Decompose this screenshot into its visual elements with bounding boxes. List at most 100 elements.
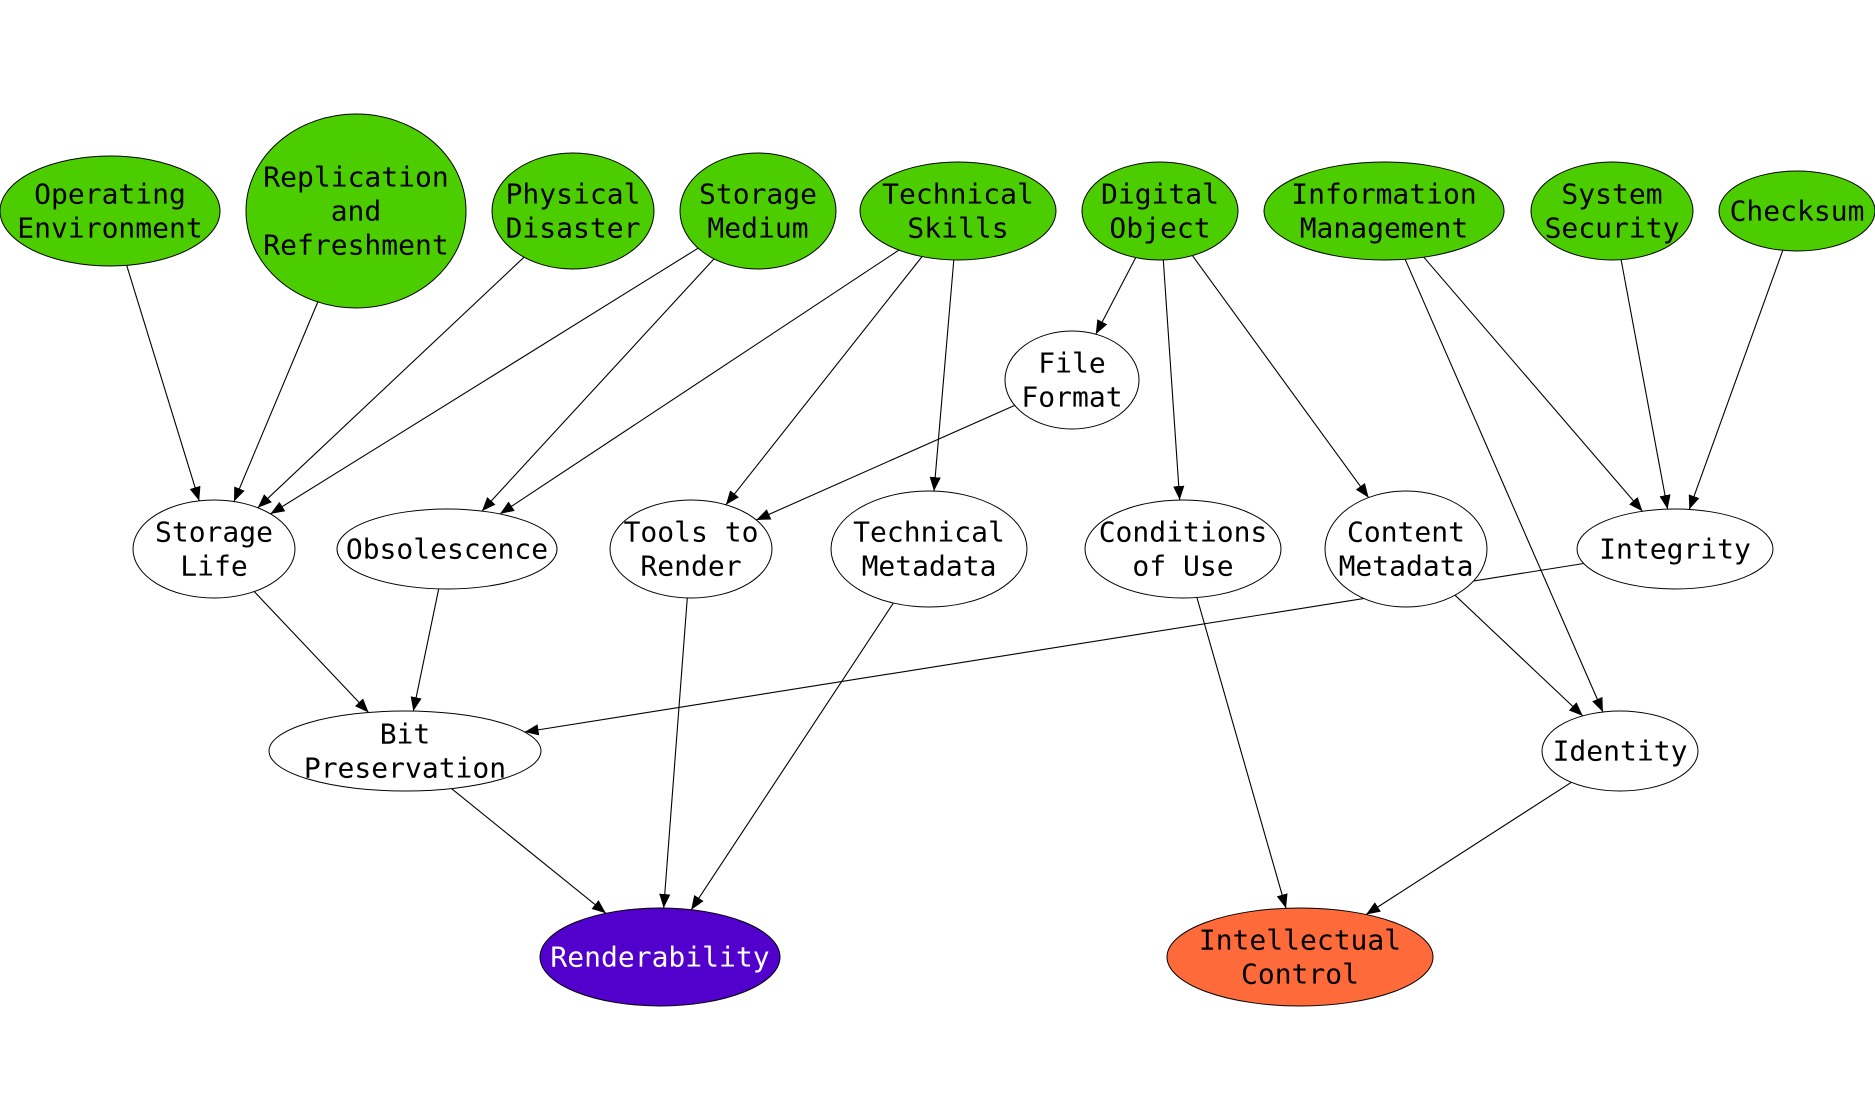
node-ellipse: [539, 907, 781, 1007]
node-label: Management: [1300, 212, 1469, 245]
node-ellipse: [1263, 161, 1505, 261]
node-label: of Use: [1132, 550, 1233, 583]
edge-tools-to-render-to-renderability: [659, 597, 688, 909]
edge-physical-disaster-to-storage-life: [257, 256, 525, 509]
node-label: Digital: [1101, 178, 1219, 211]
node-label: System: [1561, 178, 1662, 211]
node-label: Preservation: [304, 752, 506, 785]
node-label: Renderability: [550, 941, 769, 974]
node-label: Conditions: [1099, 516, 1268, 549]
node-ellipse: [1718, 170, 1875, 252]
node-ellipse: [1530, 161, 1694, 261]
node-label: Operating: [34, 178, 186, 211]
node-label: Physical: [506, 178, 641, 211]
node-checksum: Checksum: [1718, 170, 1875, 252]
edge-technical-skills-to-technical-metadata: [929, 259, 955, 492]
edge-checksum-to-integrity: [1688, 250, 1784, 510]
node-label: Environment: [17, 212, 202, 245]
node-label: Render: [640, 550, 741, 583]
edge-system-security-to-integrity: [1620, 259, 1671, 510]
node-ellipse: [491, 152, 655, 270]
node-ellipse: [1081, 161, 1239, 261]
edge-digital-object-to-content-metadata: [1191, 255, 1370, 498]
node-label: Security: [1545, 212, 1680, 245]
node-label: Life: [180, 550, 247, 583]
node-ellipse: [679, 152, 837, 270]
node-label: Metadata: [1339, 550, 1474, 583]
node-label: Technical: [882, 178, 1034, 211]
node-label: Identity: [1553, 735, 1688, 768]
edge-operating-environment-to-storage-life: [126, 265, 201, 501]
node-ellipse: [609, 499, 773, 599]
node-ellipse: [1324, 490, 1488, 608]
edge-technical-skills-to-obsolescence: [499, 249, 900, 515]
node-ellipse: [268, 710, 542, 792]
node-obsolescence: Obsolescence: [336, 508, 558, 590]
node-label: Storage: [155, 516, 273, 549]
node-label: Control: [1241, 958, 1359, 991]
node-label: Metadata: [862, 550, 997, 583]
edge-obsolescence-to-bit-preservation: [410, 588, 440, 712]
node-label: Bit: [380, 718, 431, 751]
node-label: Information: [1291, 178, 1476, 211]
edge-identity-to-intellectual-control: [1365, 781, 1572, 915]
edge-technical-skills-to-tools-to-render: [725, 256, 923, 506]
node-ellipse: [1576, 508, 1774, 590]
edge-content-metadata-to-identity: [1454, 594, 1584, 717]
edge-information-management-to-identity: [1404, 258, 1604, 713]
node-label: Technical: [853, 516, 1005, 549]
node-integrity: Integrity: [1576, 508, 1774, 590]
edge-technical-metadata-to-renderability: [690, 602, 894, 911]
edge-replication-refreshment-to-storage-life: [233, 301, 319, 502]
edge-information-management-to-integrity: [1423, 256, 1643, 512]
node-ellipse: [1084, 499, 1282, 599]
edge-storage-life-to-bit-preservation: [253, 591, 369, 713]
node-label: Checksum: [1730, 195, 1865, 228]
node-label: Object: [1109, 212, 1210, 245]
node-ellipse: [336, 508, 558, 590]
node-label: Format: [1021, 381, 1122, 414]
edge-digital-object-to-conditions-of-use: [1162, 259, 1185, 501]
node-label: Replication: [263, 161, 448, 194]
node-label: Refreshment: [263, 229, 448, 262]
edge-digital-object-to-file-format: [1095, 257, 1137, 335]
node-label: Disaster: [506, 212, 641, 245]
node-label: Skills: [907, 212, 1008, 245]
node-ellipse: [830, 490, 1028, 608]
edge-storage-medium-to-storage-life: [270, 247, 699, 515]
node-label: Storage: [699, 178, 817, 211]
node-renderability: Renderability: [539, 907, 781, 1007]
nodes: OperatingEnvironmentReplicationandRefres…: [0, 113, 1875, 1007]
node-identity: Identity: [1541, 710, 1699, 792]
node-ellipse: [1004, 330, 1140, 430]
edge-storage-medium-to-obsolescence: [481, 258, 715, 512]
node-ellipse: [132, 499, 296, 599]
node-ellipse: [0, 155, 221, 267]
node-label: and: [331, 195, 382, 228]
node-label: File: [1038, 347, 1105, 380]
node-label: Tools to: [624, 516, 759, 549]
edge-file-format-to-tools-to-render: [756, 404, 1015, 521]
node-label: Intellectual: [1199, 924, 1401, 957]
node-ellipse: [245, 113, 467, 309]
node-ellipse: [1541, 710, 1699, 792]
edge-bit-preservation-to-renderability: [451, 788, 607, 914]
node-ellipse: [859, 161, 1057, 261]
node-label: Content: [1347, 516, 1465, 549]
